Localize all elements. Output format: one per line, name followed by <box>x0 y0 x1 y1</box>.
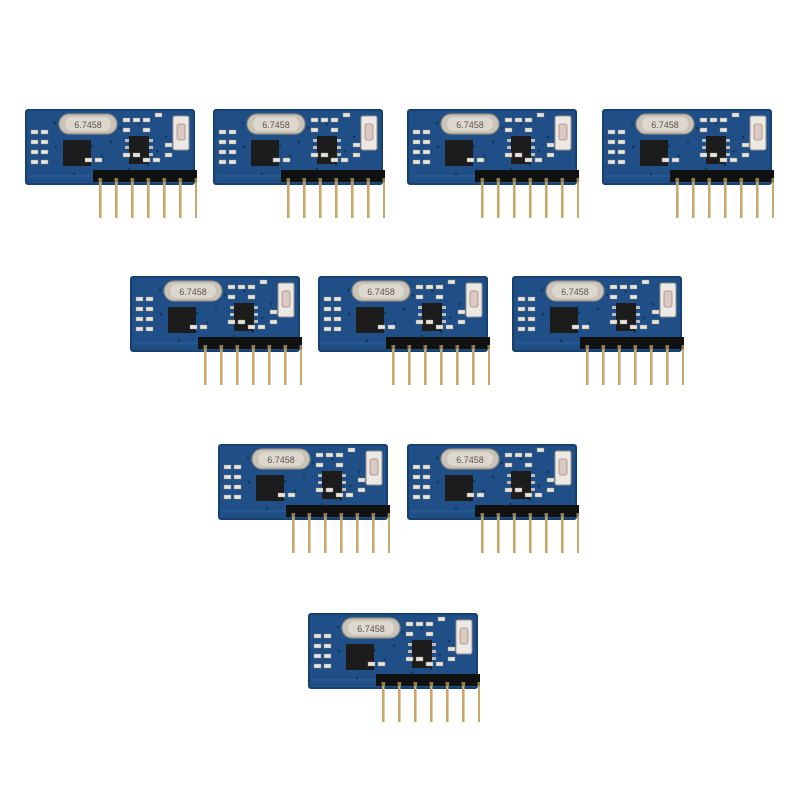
crystal-marking: 6.7458 <box>262 120 290 130</box>
push-button <box>465 282 483 318</box>
crystal-marking: 6.7458 <box>651 120 679 130</box>
crystal-marking: 6.7458 <box>267 455 295 465</box>
rf-receiver-module: 6.7458 <box>218 443 390 555</box>
push-button <box>360 115 378 151</box>
pin-header <box>281 170 385 218</box>
pin-header <box>670 170 774 218</box>
smd-components <box>412 447 555 500</box>
crystal-oscillator: 6.7458 <box>440 113 500 135</box>
crystal-oscillator: 6.7458 <box>246 113 306 135</box>
push-button <box>455 619 473 655</box>
push-button <box>554 450 572 486</box>
rf-receiver-module: 6.7458 <box>318 275 490 387</box>
crystal-oscillator: 6.7458 <box>163 280 223 302</box>
rf-receiver-module: 6.7458 <box>407 108 579 220</box>
crystal-oscillator: 6.7458 <box>635 113 695 135</box>
pin-header <box>286 505 390 553</box>
smd-components <box>135 279 278 332</box>
pin-header <box>475 505 579 553</box>
rf-receiver-module: 6.7458 <box>213 108 385 220</box>
smd-components <box>30 112 173 165</box>
crystal-oscillator: 6.7458 <box>341 617 401 639</box>
crystal-marking: 6.7458 <box>179 287 207 297</box>
crystal-marking: 6.7458 <box>367 287 395 297</box>
smd-components <box>607 112 750 165</box>
smd-components <box>412 112 555 165</box>
crystal-marking: 6.7458 <box>74 120 102 130</box>
crystal-marking: 6.7458 <box>456 120 484 130</box>
pin-header <box>376 674 480 722</box>
push-button <box>659 282 677 318</box>
smd-components <box>223 447 366 500</box>
rf-receiver-module: 6.7458 <box>25 108 197 220</box>
push-button <box>749 115 767 151</box>
crystal-marking: 6.7458 <box>357 624 385 634</box>
pin-header <box>475 170 579 218</box>
crystal-marking: 6.7458 <box>456 455 484 465</box>
crystal-oscillator: 6.7458 <box>351 280 411 302</box>
rf-receiver-module: 6.7458 <box>308 612 480 724</box>
crystal-oscillator: 6.7458 <box>58 113 118 135</box>
crystal-oscillator: 6.7458 <box>440 448 500 470</box>
pin-header <box>386 337 490 385</box>
smd-components <box>323 279 466 332</box>
pin-header <box>580 337 684 385</box>
pin-header <box>93 170 197 218</box>
push-button <box>554 115 572 151</box>
pin-header <box>198 337 302 385</box>
crystal-oscillator: 6.7458 <box>545 280 605 302</box>
crystal-oscillator: 6.7458 <box>251 448 311 470</box>
rf-receiver-module: 6.7458 <box>130 275 302 387</box>
smd-components <box>218 112 361 165</box>
push-button <box>277 282 295 318</box>
rf-receiver-module: 6.7458 <box>512 275 684 387</box>
rf-receiver-module: 6.7458 <box>407 443 579 555</box>
rf-receiver-module: 6.7458 <box>602 108 774 220</box>
smd-components <box>313 616 456 669</box>
push-button <box>172 115 190 151</box>
push-button <box>365 450 383 486</box>
smd-components <box>517 279 660 332</box>
crystal-marking: 6.7458 <box>561 287 589 297</box>
